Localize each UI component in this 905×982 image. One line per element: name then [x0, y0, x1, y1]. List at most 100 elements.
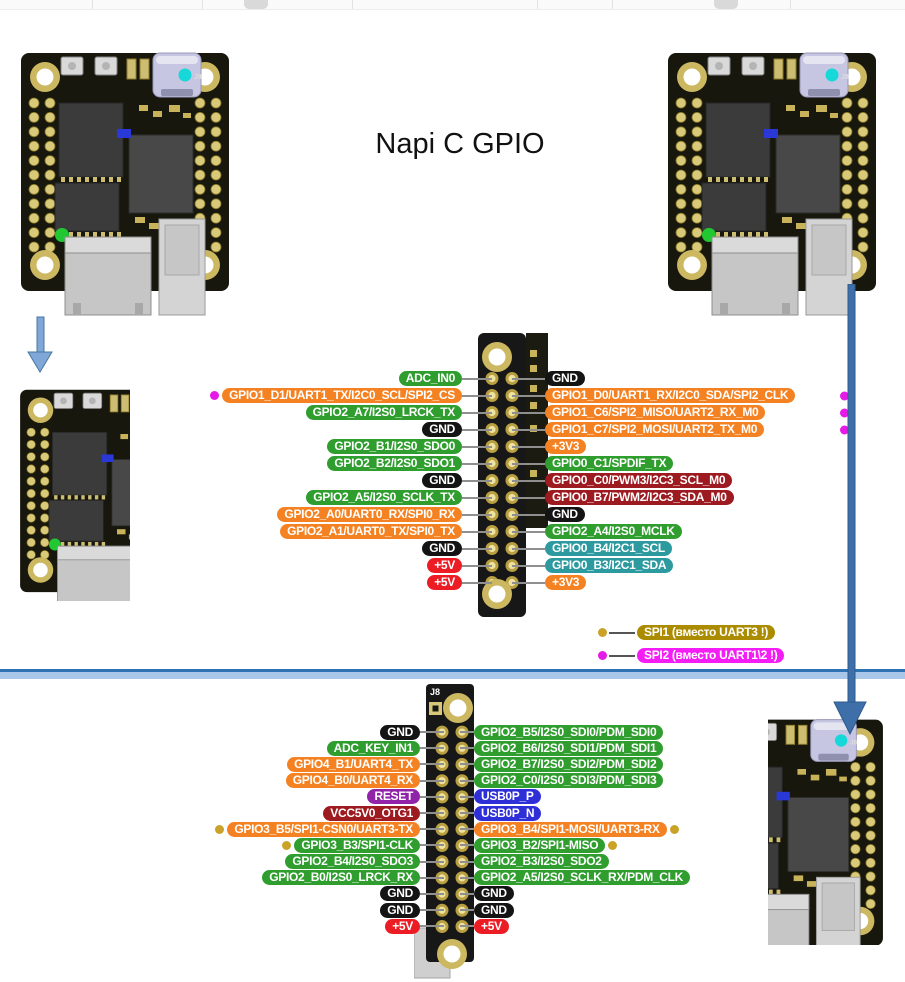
pin-label: GPIO2_A5/I2S0_SCLK_RX/PDM_CLK: [474, 870, 691, 886]
pin-label: GPIO2_B6/I2S0_SDI1/PDM_SDI1: [474, 740, 664, 756]
bus-marker-dot: [608, 840, 618, 850]
pin-wire: [420, 844, 444, 847]
pin-label: GPIO2_A1/UART0_TX/SPI0_TX: [280, 524, 462, 539]
pin-wire: [420, 779, 444, 782]
pin-row: +5V: [150, 918, 444, 934]
pin-row: GPIO0_B7/PWM2/I2C3_SDA_M0: [512, 489, 905, 506]
pin-row: +5V: [460, 918, 905, 934]
pin-label: GND: [474, 886, 514, 902]
pin-label: RESET: [367, 789, 420, 805]
pin-label: GND: [545, 371, 585, 386]
bus-marker-dot: [840, 408, 849, 417]
pin-wire: [462, 496, 492, 499]
pin-wire: [462, 581, 492, 584]
pin-label: GPIO1_D1/UART1_TX/I2C0_SCL/SPI2_CS: [222, 388, 462, 403]
pin-row: GPIO0_B4/I2C1_SCL: [512, 540, 905, 557]
tab-handle[interactable]: [714, 0, 738, 9]
bus-marker-dot: [282, 840, 292, 850]
pin-row: GPIO2_B4/I2S0_SDO3: [150, 854, 444, 870]
strip-divider: [352, 0, 353, 9]
strip-divider: [612, 0, 613, 9]
pin-label: GPIO2_B5/I2S0_SDI0/PDM_SDI0: [474, 724, 664, 740]
pin-label: GND: [422, 541, 462, 556]
pin-row: GND: [130, 421, 492, 438]
pin-label: GPIO1_D0/UART1_RX/I2C0_SDA/SPI2_CLK: [545, 388, 796, 403]
pin-wire: [460, 747, 474, 750]
tab-handle[interactable]: [244, 0, 268, 9]
pin-label: GPIO2_B3/I2S0_SDO2: [474, 854, 609, 870]
board-photo-top-right: [662, 45, 882, 317]
pin-wire: [512, 479, 545, 482]
pin-wire: [460, 812, 474, 815]
legend: SPI1 (вместо UART3 !) SPI2 (вместо UART1\…: [598, 621, 785, 667]
pin-label: GPIO3_B3/SPI1-CLK: [294, 837, 420, 853]
pin-label: GPIO3_B5/SPI1-CSN0/UART3-TX: [227, 821, 420, 837]
pin-label: GPIO0_B7/PWM2/I2C3_SDA_M0: [545, 490, 734, 505]
pin-row: USB0P_P: [460, 789, 905, 805]
pin-row: GPIO2_A4/I2S0_MCLK: [512, 523, 905, 540]
legend-item: SPI2 (вместо UART1\2 !): [598, 644, 785, 667]
strip-divider: [202, 0, 203, 9]
pin-label: GPIO3_B2/SPI1-MISO: [474, 837, 606, 853]
legend-label: SPI1 (вместо UART3 !): [637, 625, 776, 640]
pin-label: VCC5V0_OTG1: [323, 805, 420, 821]
pin-label: USB0P_N: [474, 805, 542, 821]
bus-marker-dot: [840, 391, 849, 400]
pin-row: GPIO1_D1/UART1_TX/I2C0_SCL/SPI2_CS: [130, 387, 492, 404]
pin-label: GPIO2_A4/I2S0_MCLK: [545, 524, 682, 539]
pin-wire: [512, 564, 545, 567]
pin-row: GPIO2_B5/I2S0_SDI0/PDM_SDI0: [460, 724, 905, 740]
pin-wire: [462, 547, 492, 550]
pin-label: +3V3: [545, 575, 587, 590]
pin-wire: [460, 909, 474, 912]
board-photo-left-cropped: [15, 383, 130, 601]
pin-wire: [512, 377, 545, 380]
pin-wire: [512, 394, 545, 397]
legend-dot: [598, 628, 607, 637]
separator-line-dark: [0, 669, 905, 672]
pin-wire: [420, 892, 444, 895]
pin-row: GPIO2_B3/I2S0_SDO2: [460, 854, 905, 870]
pin-label: GPIO2_B4/I2S0_SDO3: [285, 854, 420, 870]
pin-label: +5V: [427, 558, 462, 573]
pin-label: GND: [422, 473, 462, 488]
pin-label: GPIO2_A7/I2S0_LRCK_TX: [305, 405, 462, 420]
pin-label: +5V: [474, 918, 509, 934]
legend-wire: [609, 631, 635, 634]
pin-row: GND: [130, 472, 492, 489]
pin-label: GND: [380, 724, 420, 740]
pin-label: USB0P_P: [474, 789, 541, 805]
pin-row: GPIO3_B5/SPI1-CSN0/UART3-TX: [150, 821, 444, 837]
pin-wire: [462, 479, 492, 482]
pin-wire: [512, 445, 545, 448]
pin-wire: [420, 763, 444, 766]
pin-wire: [460, 892, 474, 895]
pin-wire: [462, 513, 492, 516]
pin-label: GPIO0_C0/PWM3/I2C3_SCL_M0: [545, 473, 733, 488]
pin-wire: [462, 394, 492, 397]
pin-row: GPIO1_D0/UART1_RX/I2C0_SDA/SPI2_CLK: [512, 387, 905, 404]
pin-row: ADC_IN0: [130, 370, 492, 387]
pin-wire: [512, 496, 545, 499]
pin-row: RESET: [150, 789, 444, 805]
pin-row: GND: [460, 902, 905, 918]
pin-label: GPIO0_C1/SPDIF_TX: [545, 456, 674, 471]
pin-row: GPIO2_A7/I2S0_LRCK_TX: [130, 404, 492, 421]
pin-wire: [460, 925, 474, 928]
bottom-header-connector: J8: [414, 684, 474, 979]
pin-row: ADC_KEY_IN1: [150, 740, 444, 756]
pin-row: GND: [130, 540, 492, 557]
pin-wire: [460, 876, 474, 879]
pin-label: GPIO2_B2/I2S0_SDO1: [327, 456, 462, 471]
pin-label: GND: [380, 886, 420, 902]
pin-wire: [420, 812, 444, 815]
pin-wire: [460, 779, 474, 782]
pin-wire: [512, 411, 545, 414]
pin-label: +5V: [385, 918, 420, 934]
pin-row: VCC5V0_OTG1: [150, 805, 444, 821]
pin-label: +5V: [427, 575, 462, 590]
pin-wire: [420, 860, 444, 863]
pin-label: GPIO2_B0/I2S0_LRCK_RX: [262, 870, 420, 886]
pin-row: +3V3: [512, 574, 905, 591]
